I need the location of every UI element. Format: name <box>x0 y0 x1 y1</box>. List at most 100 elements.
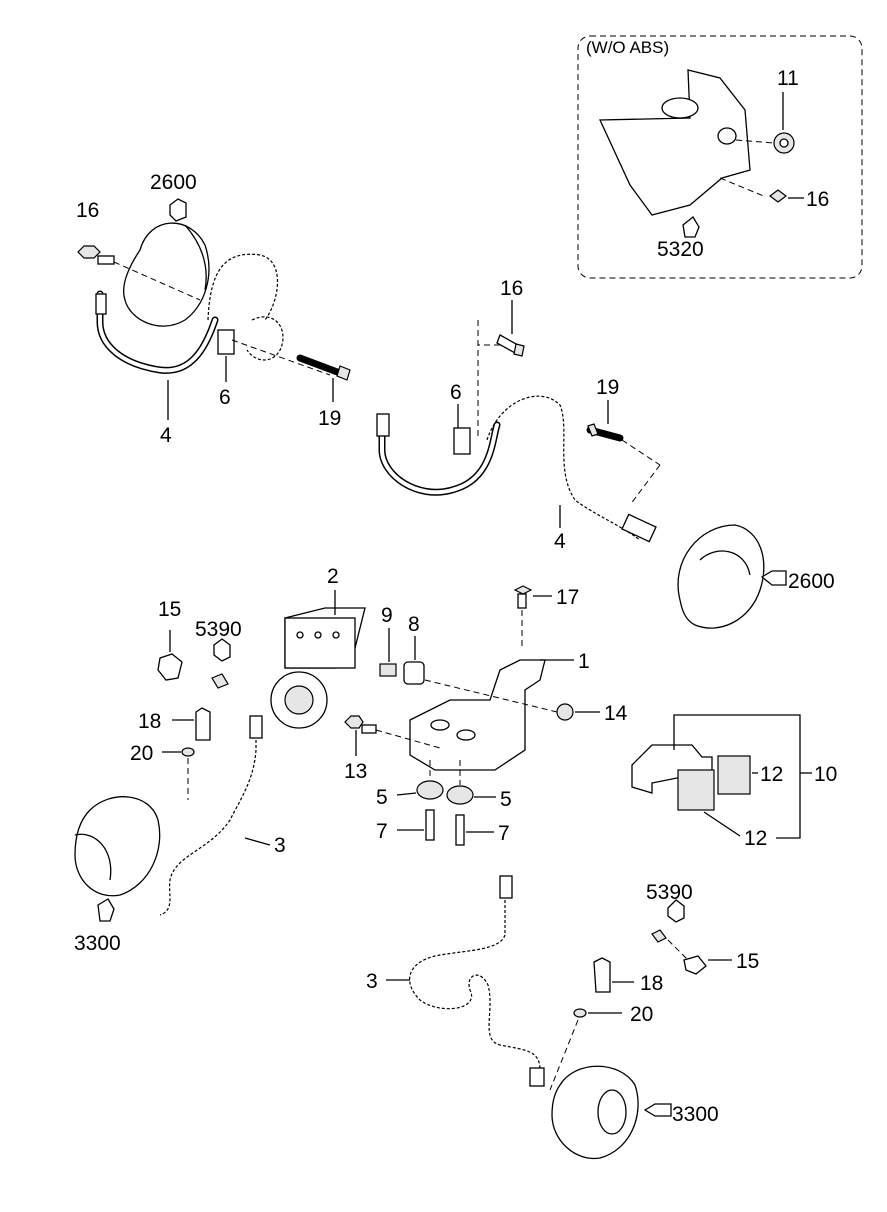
callout-15-right: 15 <box>736 950 759 973</box>
rear-left-sensor-assembly: 15 5390 18 20 3 3300 <box>74 598 286 955</box>
callout-3300-right: 3300 <box>672 1103 719 1126</box>
bolt-18-right <box>593 957 611 993</box>
bracket-1 <box>409 659 546 771</box>
callout-13: 13 <box>344 760 367 783</box>
bolt-5390-right <box>651 929 667 943</box>
dust-cover-right-hub <box>597 1089 627 1135</box>
abs-modulator-assembly: 2 9 8 17 1 14 13 5 5 7 7 <box>270 565 628 846</box>
callout-1: 1 <box>578 650 590 673</box>
callout-4-upper-left: 4 <box>160 424 172 447</box>
relay-assembly: 12 10 12 <box>631 714 837 850</box>
inset-mount-hole <box>717 127 737 145</box>
callout-3-right: 3 <box>366 970 378 993</box>
bolt-16-right-head <box>513 343 525 357</box>
ref-icon-2600-upper <box>169 198 187 222</box>
callout-6-upper-left: 6 <box>219 386 231 409</box>
leader-19-right <box>621 439 661 466</box>
sensor-connector-upper <box>95 293 107 315</box>
bracket-hole-2 <box>456 729 476 741</box>
abs-unit-body <box>284 617 356 669</box>
callout-19-right: 19 <box>596 376 619 399</box>
dust-cover-2600-right <box>677 524 765 629</box>
dust-cover-right-rim <box>699 550 751 576</box>
callout-5-left: 5 <box>376 786 388 809</box>
inset-without-abs: (W/O ABS) 11 16 5320 <box>577 35 863 279</box>
front-right-sensor-assembly: 16 6 19 4 2600 <box>376 277 835 629</box>
connector-3-right-end <box>529 1067 545 1087</box>
callout-7-left: 7 <box>376 820 388 843</box>
wheel-speed-sensor-right <box>621 513 657 543</box>
callout-14: 14 <box>604 702 628 725</box>
mount-5-left <box>416 780 444 800</box>
harness-3-right <box>409 895 541 1071</box>
front-left-sensor-assembly: 2600 16 6 4 19 <box>76 171 351 447</box>
ref-icon-3300-left <box>97 898 115 922</box>
callout-12-lower: 12 <box>744 827 767 850</box>
callout-3300-left: 3300 <box>74 932 121 955</box>
dust-cover-rim <box>184 224 207 291</box>
inset-leader-16 <box>719 177 767 198</box>
abs-port-3 <box>332 631 340 639</box>
inset-title: (W/O ABS) <box>586 38 669 57</box>
callout-3-left: 3 <box>274 834 286 857</box>
washer-20-right <box>573 1008 587 1018</box>
callout-19-upper-left: 19 <box>318 407 341 430</box>
ref-icon-2600-right <box>760 570 787 586</box>
ref-icon-3300-right <box>643 1103 672 1117</box>
sensor-cable-inner <box>98 292 217 373</box>
ref-icon-5390-right <box>667 899 685 923</box>
harness-coil-loop <box>246 316 284 361</box>
bolt-19-right-head <box>587 423 599 437</box>
bushing-8 <box>403 661 425 685</box>
callout-10: 10 <box>814 763 837 786</box>
relay-12-lower <box>677 769 715 811</box>
abs-port-2 <box>314 631 322 639</box>
callout-2600-upper: 2600 <box>150 171 197 194</box>
bolt-19-head <box>336 365 351 381</box>
dust-cover-3300-right <box>551 1065 639 1160</box>
bolt-17 <box>513 585 533 595</box>
bolt-18-left <box>195 707 211 741</box>
leader-13 <box>375 729 441 749</box>
callout-16-inset: 16 <box>806 188 829 211</box>
bracket-6-right <box>453 427 471 455</box>
callout-9: 9 <box>381 604 393 627</box>
inset-hole <box>661 97 699 119</box>
harness-3-left <box>159 720 257 916</box>
rear-right-sensor-assembly: 5390 15 18 20 3 3300 <box>366 875 759 1160</box>
nut-14 <box>556 703 574 721</box>
harness-coil-upper <box>207 253 279 321</box>
bolt-17-shaft <box>517 593 527 609</box>
line-3-left <box>244 837 271 846</box>
callout-4-right: 4 <box>554 530 566 553</box>
callout-20-left: 20 <box>130 742 153 765</box>
inset-leader-11 <box>735 139 775 144</box>
bolt-19-upper <box>296 354 344 377</box>
mount-5-right <box>446 785 474 805</box>
sensor-cable-right-inner <box>380 418 499 495</box>
leader-20-right <box>549 1019 579 1091</box>
fitting-9 <box>379 663 397 677</box>
relay-bracket <box>631 744 713 794</box>
bolt-13 <box>344 715 364 729</box>
callout-16-right: 16 <box>500 277 523 300</box>
bracket-6-upper <box>217 329 235 355</box>
dust-cover-3300-left <box>74 796 161 897</box>
leader-14 <box>424 679 558 713</box>
callout-5-right: 5 <box>500 788 512 811</box>
abs-port-1 <box>296 631 304 639</box>
callout-2: 2 <box>327 565 339 588</box>
clip-15-right <box>683 955 707 975</box>
ref-icon-5390-left <box>213 638 231 662</box>
relay-12-upper <box>717 755 751 795</box>
leader-19-right-b <box>629 464 661 506</box>
bolt-7-right <box>455 814 465 846</box>
dust-cover-2600-upper <box>123 222 210 327</box>
sensor-connector-right <box>376 413 390 437</box>
inset-ref-icon-5320 <box>682 216 700 238</box>
bolt-16-shaft <box>97 255 115 265</box>
callout-18-left: 18 <box>138 710 161 733</box>
bolt-7-left <box>425 809 435 841</box>
